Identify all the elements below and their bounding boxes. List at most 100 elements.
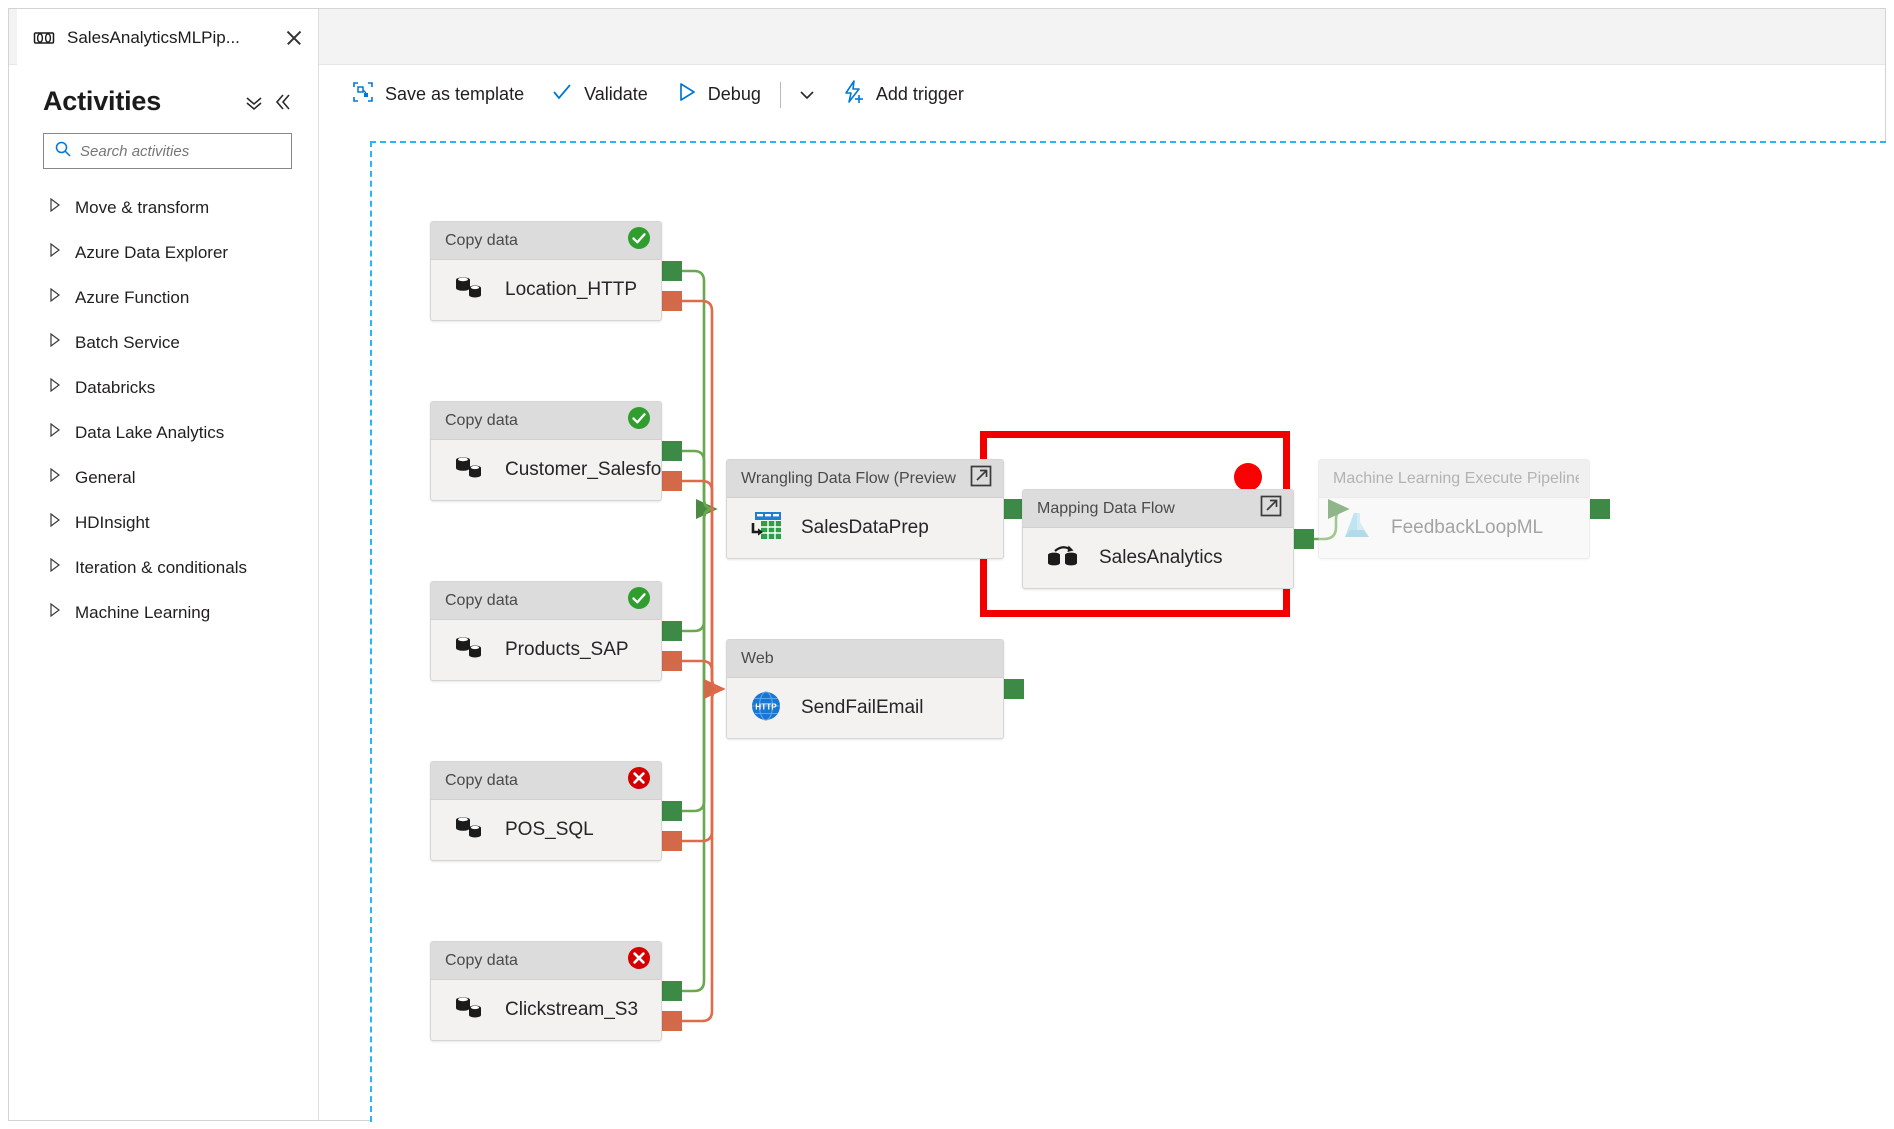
activity-category-label: Data Lake Analytics [75, 422, 225, 442]
activity-node-pos-sql[interactable]: Copy data [430, 761, 662, 861]
port-success-salesanalytics[interactable] [1294, 529, 1314, 549]
activity-category-hdinsight[interactable]: HDInsight [17, 500, 318, 545]
validate-label: Validate [584, 84, 648, 104]
port-failure-location-http[interactable] [662, 291, 682, 311]
port-success-sendfailemail[interactable] [1004, 679, 1024, 699]
activity-category-azure-data-explorer[interactable]: Azure Data Explorer [17, 230, 318, 275]
search-input[interactable] [80, 142, 281, 160]
node-name-label: POS_SQL [505, 819, 594, 840]
lightning-bolt-plus-icon [840, 79, 866, 110]
node-header: Copy data [431, 402, 661, 440]
copy-data-icon [453, 453, 487, 488]
node-header: Web [727, 640, 1003, 678]
close-icon[interactable] [284, 28, 304, 48]
node-type-label: Copy data [445, 951, 518, 969]
chevron-right-icon [49, 602, 61, 622]
node-body: POS_SQL [431, 800, 661, 860]
chevron-right-icon [49, 377, 61, 397]
node-body: Clickstream_S3 [431, 980, 661, 1040]
node-body: SalesAnalytics [1023, 528, 1293, 588]
activity-category-data-lake-analytics[interactable]: Data Lake Analytics [17, 410, 318, 455]
port-success-salesdataprep[interactable] [1004, 499, 1024, 519]
activity-category-label: Azure Data Explorer [75, 242, 229, 262]
activity-category-label: Azure Function [75, 287, 190, 307]
activity-category-machine-learning[interactable]: Machine Learning [17, 590, 318, 635]
activity-node-sendfailemail[interactable]: Web HTT [726, 639, 1004, 739]
node-type-label: Web [741, 649, 774, 667]
node-name-label: FeedbackLoopML [1391, 517, 1544, 538]
play-triangle-icon [674, 80, 698, 109]
node-name-label: Location_HTTP [505, 279, 638, 300]
chevron-right-icon [49, 422, 61, 442]
port-success-products-sap[interactable] [662, 621, 682, 641]
node-name-label: SendFailEmail [801, 697, 924, 718]
save-as-template-button[interactable]: Save as template [338, 76, 537, 114]
activity-node-products-sap[interactable]: Copy data [430, 581, 662, 681]
port-success-location-http[interactable] [662, 261, 682, 281]
activity-node-feedbackloopml[interactable]: Machine Learning Execute Pipeline Feedba… [1318, 459, 1590, 559]
port-failure-customer-salesforce[interactable] [662, 471, 682, 491]
status-failure-icon [627, 946, 651, 975]
activity-category-label: Iteration & conditionals [75, 557, 247, 577]
pipeline-canvas[interactable]: Copy data [370, 141, 1886, 1122]
activity-node-customer-salesforce[interactable]: Copy data [430, 401, 662, 501]
activity-category-label: Databricks [75, 377, 156, 397]
window-frame: SalesAnalyticsMLPip... Activities [8, 8, 1886, 1122]
activity-category-azure-function[interactable]: Azure Function [17, 275, 318, 320]
search-box[interactable] [43, 133, 292, 169]
node-header: Copy data [431, 582, 661, 620]
status-success-icon [627, 226, 651, 255]
activity-category-label: HDInsight [75, 512, 150, 532]
chevron-right-icon [49, 467, 61, 487]
open-external-icon[interactable] [1259, 494, 1283, 523]
open-external-icon[interactable] [969, 464, 993, 493]
port-success-customer-salesforce[interactable] [662, 441, 682, 461]
node-type-label: Copy data [445, 591, 518, 609]
node-header: Copy data [431, 762, 661, 800]
activity-category-label: Batch Service [75, 332, 180, 352]
node-header: Copy data [431, 222, 661, 260]
pipeline-toolbar: Save as template Validate Debug [320, 66, 1885, 123]
toolbar-separator [779, 81, 781, 108]
copy-data-icon [453, 813, 487, 848]
port-success-clickstream-s3[interactable] [662, 981, 682, 1001]
port-failure-clickstream-s3[interactable] [662, 1011, 682, 1031]
chevron-double-down-icon[interactable] [240, 88, 268, 116]
chevron-right-icon [49, 197, 61, 217]
attention-dot [1234, 463, 1262, 491]
status-success-icon [627, 586, 651, 615]
activity-category-general[interactable]: General [17, 455, 318, 500]
port-success-pos-sql[interactable] [662, 801, 682, 821]
activity-category-batch-service[interactable]: Batch Service [17, 320, 318, 365]
port-failure-pos-sql[interactable] [662, 831, 682, 851]
debug-options-caret[interactable] [787, 76, 827, 114]
copy-data-icon [453, 993, 487, 1028]
debug-button[interactable]: Debug [661, 76, 774, 114]
chevron-double-left-icon[interactable] [268, 88, 296, 116]
copy-data-icon [453, 633, 487, 668]
activity-category-label: General [75, 467, 136, 487]
activity-node-salesanalytics[interactable]: Mapping Data Flow [1022, 489, 1294, 589]
node-name-label: Products_SAP [505, 639, 629, 660]
activity-category-iteration-conditionals[interactable]: Iteration & conditionals [17, 545, 318, 590]
chevron-right-icon [49, 332, 61, 352]
pipeline-icon [33, 27, 55, 49]
activity-category-databricks[interactable]: Databricks [17, 365, 318, 410]
mapping-data-flow-icon [1045, 541, 1081, 576]
activity-node-salesdataprep[interactable]: Wrangling Data Flow (Preview [726, 459, 1004, 559]
activity-category-move-transform[interactable]: Move & transform [17, 185, 318, 230]
tab-pipeline[interactable]: SalesAnalyticsMLPip... [17, 9, 319, 66]
node-body: Location_HTTP [431, 260, 661, 320]
port-success-feedbackloopml[interactable] [1590, 499, 1610, 519]
web-http-icon: HTTP [749, 689, 783, 728]
port-failure-products-sap[interactable] [662, 651, 682, 671]
wrangling-data-flow-icon [749, 510, 783, 547]
add-trigger-button[interactable]: Add trigger [827, 76, 977, 114]
node-type-label: Copy data [445, 231, 518, 249]
validate-button[interactable]: Validate [537, 76, 661, 114]
activity-node-location-http[interactable]: Copy data [430, 221, 662, 321]
node-type-label: Machine Learning Execute Pipeline [1333, 469, 1579, 487]
activity-node-clickstream-s3[interactable]: Copy data [430, 941, 662, 1041]
node-name-label: SalesDataPrep [801, 517, 929, 538]
